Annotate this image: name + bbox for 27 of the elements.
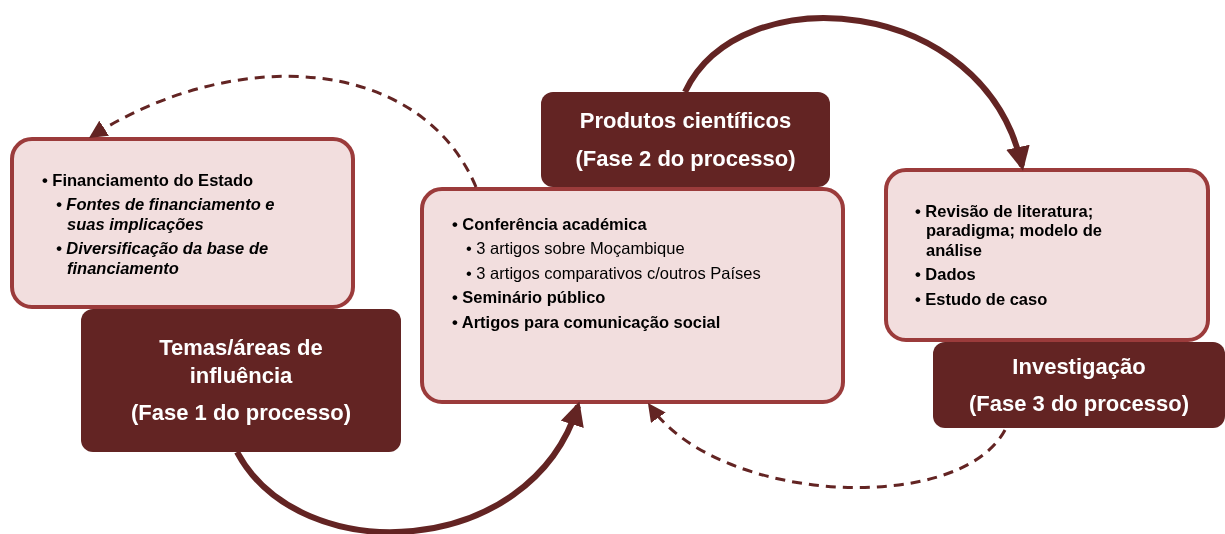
- phase-label-box: [933, 342, 1225, 428]
- bullet-item: • 3 artigos comparativos c/outros Países: [466, 263, 762, 284]
- curved-arrow: [234, 401, 582, 534]
- bullet-item: • Revisão de literatura; paradigma; modelo de análise: [915, 202, 1104, 261]
- phase-subtitle: (Fase 1 do processo): [130, 399, 352, 427]
- phase-title: Produtos científicos: [579, 107, 792, 135]
- bullet-item: • Financiamento do Estado: [42, 171, 255, 191]
- phase-title: Temas/áreas de influência: [158, 334, 324, 390]
- content-box: [884, 168, 1210, 342]
- bullet-item: • Dados: [915, 265, 977, 285]
- phase-title: Investigação: [1012, 352, 1146, 380]
- bullet-item: • Fontes de financiamento e suas implicações: [56, 195, 276, 235]
- phase-label-box: [81, 309, 401, 452]
- bullet-item: • Diversificação da base de financiamento: [56, 239, 270, 279]
- bullet-item: • Seminário público: [452, 288, 607, 308]
- bullet-item: • Conferência académica: [452, 215, 648, 235]
- bullet-item: • Estudo de caso: [915, 289, 1049, 310]
- dashed-curved-arrow: [647, 403, 1007, 489]
- phase-subtitle: (Fase 3 do processo): [968, 390, 1190, 418]
- phase-subtitle: (Fase 2 do processo): [575, 144, 796, 172]
- content-box: [10, 137, 355, 309]
- phase-label-box: [541, 92, 830, 187]
- dashed-curved-arrow: [88, 74, 478, 188]
- content-box: [420, 187, 845, 404]
- bullet-item: • 3 artigos sobre Moçambique: [466, 239, 686, 259]
- curved-arrow: [682, 15, 1028, 171]
- bullet-item: • Artigos para comunicação social: [452, 312, 722, 333]
